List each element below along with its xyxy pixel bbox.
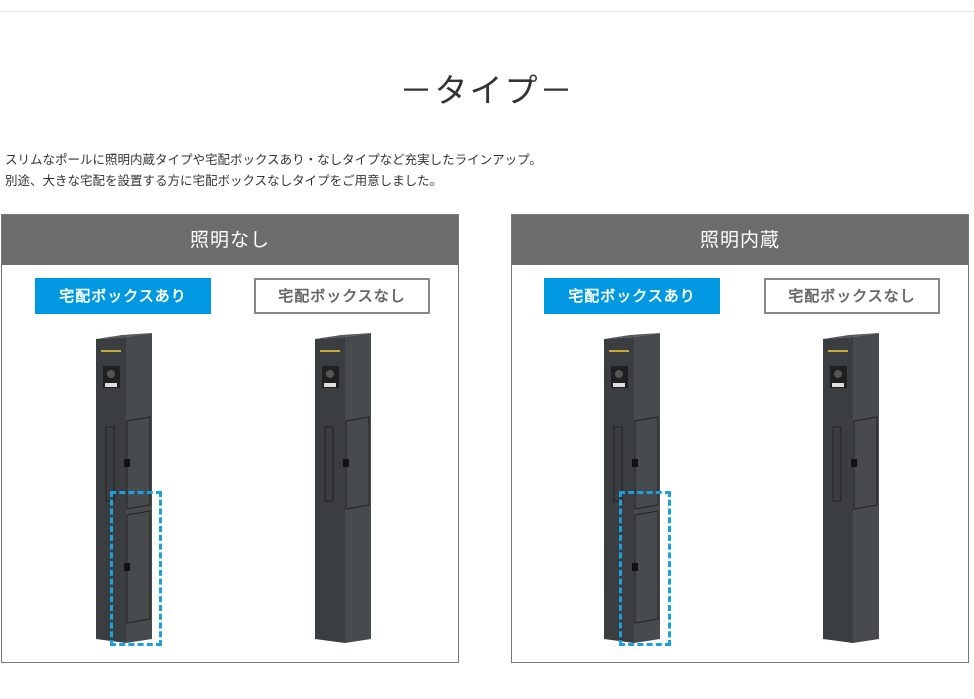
option-with-delivery-box[interactable]: 宅配ボックスあり	[35, 278, 211, 314]
page-title: －タイプ－	[399, 71, 575, 110]
pole-with-box-image	[604, 333, 662, 649]
delivery-box-highlight	[110, 491, 162, 646]
intro-text: スリムなポールに照明内蔵タイプや宅配ボックスあり・なしタイプなど充実したラインア…	[5, 149, 542, 191]
panel-heading: 照明内蔵	[512, 215, 968, 265]
panel-built-in-lighting: 照明内蔵 宅配ボックスあり 宅配ボックスなし	[511, 214, 969, 663]
pole-without-box-image	[823, 333, 881, 649]
pole-with-box-image	[96, 333, 154, 649]
delivery-box-highlight	[619, 491, 671, 646]
panel-heading: 照明なし	[2, 215, 458, 265]
top-divider	[0, 11, 974, 12]
panel-no-lighting: 照明なし 宅配ボックスあり 宅配ボックスなし	[1, 214, 459, 663]
option-without-delivery-box[interactable]: 宅配ボックスなし	[254, 278, 430, 314]
option-with-delivery-box[interactable]: 宅配ボックスあり	[544, 278, 720, 314]
intro-line-2: 別途、大きな宅配を設置する方に宅配ボックスなしタイプをご用意しました。	[5, 173, 443, 188]
intro-line-1: スリムなポールに照明内蔵タイプや宅配ボックスあり・なしタイプなど充実したラインア…	[5, 152, 542, 167]
option-without-delivery-box[interactable]: 宅配ボックスなし	[764, 278, 940, 314]
pole-without-box-image	[315, 333, 373, 649]
